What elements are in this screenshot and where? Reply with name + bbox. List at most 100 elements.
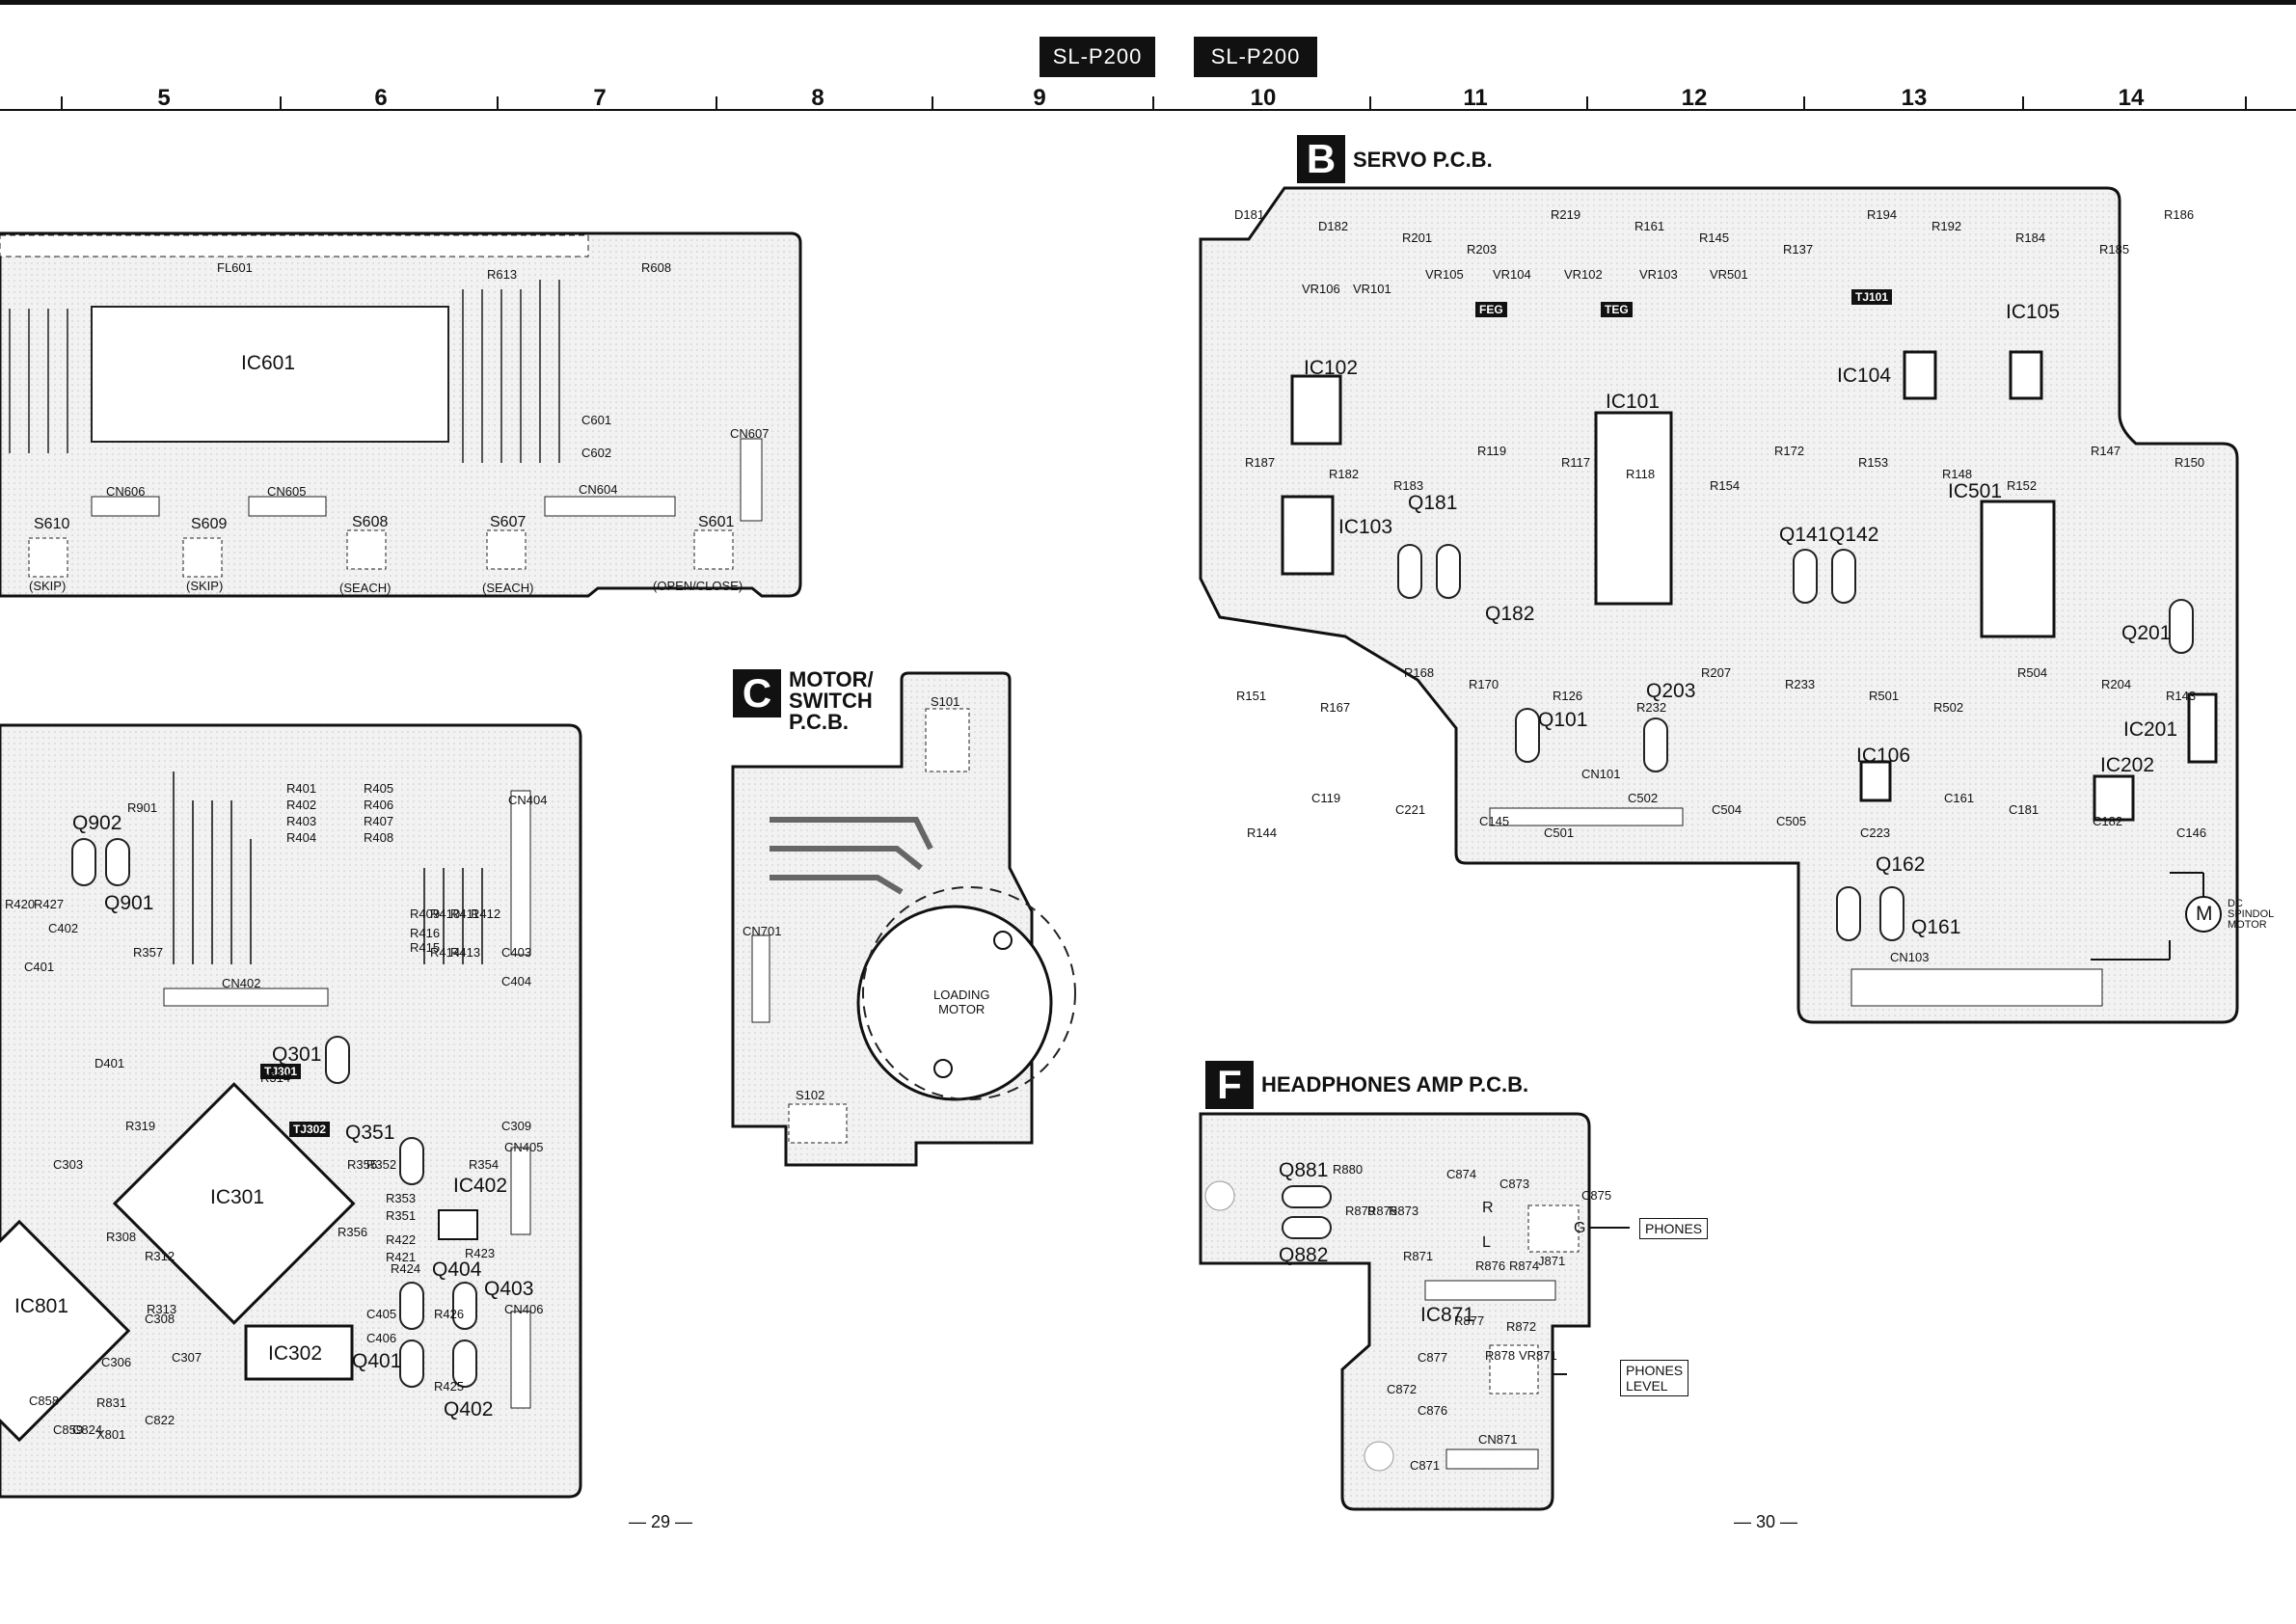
component-label: R126 [1553, 689, 1583, 703]
capacitor-label: C406 [366, 1331, 397, 1345]
connector-label: CN103 [1890, 950, 1930, 964]
resistor-label: R313 [147, 1302, 177, 1316]
display-ref: R608 [641, 260, 672, 275]
switch-caption: (SKIP) [186, 579, 224, 593]
component-label: X801 [96, 1427, 126, 1442]
resistor-label: R352 [366, 1157, 397, 1172]
resistor-label: R308 [106, 1230, 137, 1244]
vr-label: VR105 [1425, 267, 1464, 282]
display-ref: R613 [487, 267, 518, 282]
capacitor-label: C401 [24, 960, 55, 974]
transistor-label: Q902 [72, 812, 122, 834]
component-label: R144 [1247, 826, 1278, 840]
column-number: 6 [374, 85, 388, 111]
resistor-label: R351 [386, 1208, 417, 1223]
resistor-label: R407 [364, 814, 394, 828]
component-label: C874 [1446, 1167, 1477, 1181]
resistor-label: R354 [469, 1157, 500, 1172]
component-label: C875 [1581, 1188, 1612, 1203]
resistor-label: R415 [410, 940, 441, 955]
component-label: R153 [1858, 455, 1889, 470]
component-label: C877 [1418, 1350, 1448, 1365]
main-board-outline [0, 723, 582, 1499]
ic-label: IC104 [1837, 365, 1892, 387]
component-label: C145 [1479, 814, 1510, 828]
channel-mark-l: L [1482, 1234, 1491, 1251]
column-number: 7 [593, 85, 607, 111]
capacitor-label: C824 [72, 1422, 103, 1437]
spindle-motor-label: DC SPINDOL MOTOR [2228, 898, 2275, 931]
component-label: R148 [1942, 467, 1973, 481]
display-ref: CN606 [106, 484, 146, 499]
component-label: C161 [1944, 791, 1975, 805]
ic-label: IC402 [453, 1175, 508, 1197]
switch-ref: S608 [352, 514, 389, 530]
component-label: R150 [2174, 455, 2205, 470]
resistor-label: R831 [96, 1395, 127, 1410]
capacitor-label: C306 [101, 1355, 132, 1369]
display-ref: CN604 [579, 482, 618, 497]
capacitor-label: C405 [366, 1307, 397, 1321]
resistor-label: R403 [286, 814, 317, 828]
component-label: C182 [2093, 814, 2123, 828]
phones-jack-label: PHONES [1639, 1218, 1709, 1239]
component-label: R233 [1785, 677, 1816, 691]
vr-label: VR101 [1353, 282, 1391, 296]
vr-label: VR104 [1493, 267, 1531, 282]
component-label: C119 [1311, 791, 1341, 805]
headphones-board-title: HEADPHONES AMP P.C.B. [1261, 1072, 1529, 1096]
ruler-tick [2022, 96, 2024, 110]
ic-label: IC301 [210, 1186, 265, 1208]
ruler-tick [1152, 96, 1154, 110]
resistor-label: R426 [434, 1307, 465, 1321]
connector-label: CN405 [504, 1140, 544, 1154]
column-number: 12 [1681, 85, 1708, 111]
display-board-outline [0, 231, 802, 598]
page-number-right: — 30 — [1734, 1512, 1798, 1531]
component-label: R187 [1245, 455, 1276, 470]
resistor-label: R425 [434, 1379, 465, 1394]
transistor-label: Q901 [104, 892, 154, 914]
resistor-label: R357 [133, 945, 164, 960]
ic-label: IC871 [1420, 1304, 1475, 1326]
resistor-label: R412 [471, 907, 501, 921]
spindle-motor-symbol: M [2196, 903, 2213, 925]
component-label: R201 [1402, 230, 1433, 245]
test-point-tag: TEG [1601, 302, 1633, 317]
capacitor-label: C402 [48, 921, 79, 935]
ic-label: IC501 [1948, 480, 2003, 502]
component-label: R880 [1333, 1162, 1364, 1177]
headphones-board-outline [1199, 1112, 1630, 1511]
transistor-label: Q301 [272, 1043, 322, 1066]
switch-caption: (SEACH) [339, 581, 392, 595]
model-label-left: SL-P200 [1040, 37, 1155, 77]
transistor-label: Q403 [484, 1278, 534, 1300]
component-label: R203 [1467, 242, 1498, 257]
servo-board-letter: B [1297, 135, 1345, 183]
transistor-label: Q101 [1538, 709, 1588, 731]
ruler-tick [497, 96, 499, 110]
component-label: C223 [1860, 826, 1891, 840]
ruler-tick [716, 96, 717, 110]
transistor-label: Q351 [345, 1122, 395, 1144]
model-label-right: SL-P200 [1194, 37, 1317, 77]
transistor-label: Q203 [1646, 680, 1696, 702]
component-label: R182 [1329, 467, 1360, 481]
ruler-tick [1803, 96, 1805, 110]
ic-label: IC106 [1856, 744, 1911, 767]
switch-caption: (SKIP) [29, 579, 67, 593]
component-label: VR871 [1519, 1348, 1557, 1363]
switch-ref: S607 [490, 514, 527, 530]
connector-label: CN701 [743, 924, 782, 938]
component-label: R183 [1393, 478, 1424, 493]
component-label: R877 [1454, 1313, 1485, 1328]
transistor-label: Q181 [1408, 492, 1458, 514]
resistor-label: R413 [450, 945, 481, 960]
component-label: R184 [2015, 230, 2046, 245]
resistor-label: R401 [286, 781, 317, 796]
component-label: R873 [1389, 1204, 1419, 1218]
resistor-label: R409 [410, 907, 441, 921]
phones-level-label: PHONES LEVEL [1620, 1360, 1689, 1396]
resistor-label: R312 [145, 1249, 176, 1263]
